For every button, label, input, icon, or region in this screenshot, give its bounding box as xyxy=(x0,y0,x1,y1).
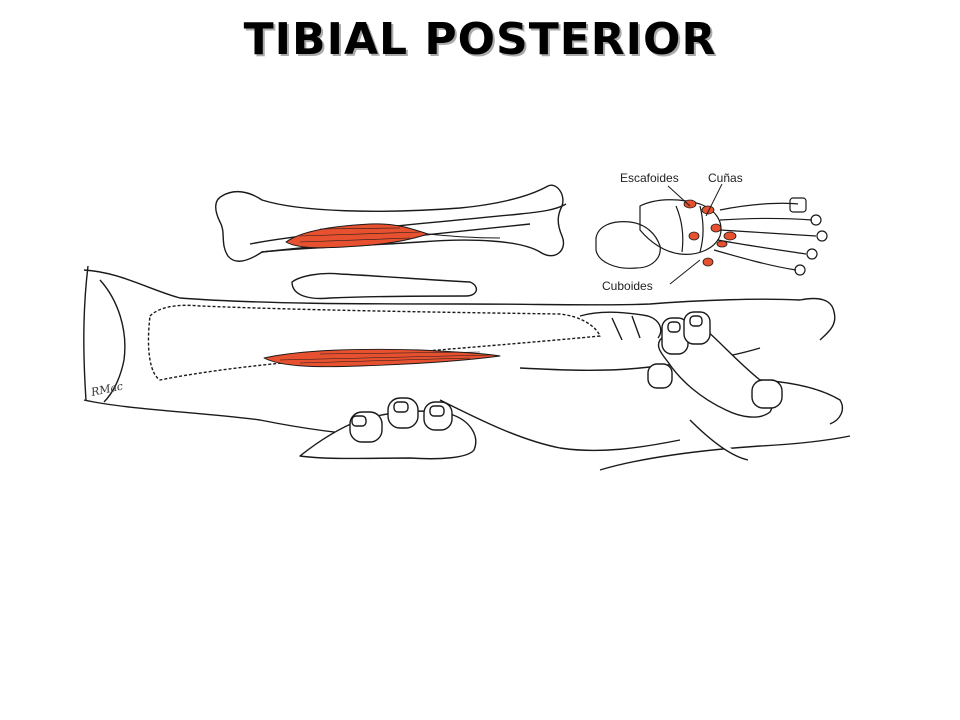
label-cunas: Cuñas xyxy=(708,171,743,185)
label-cuboides: Cuboides xyxy=(602,279,653,293)
leg-test-position xyxy=(83,265,851,471)
tibia-detail xyxy=(215,184,565,262)
foot-skeleton xyxy=(595,183,828,285)
fibula-detail xyxy=(249,203,567,245)
leg-bones-detail xyxy=(215,184,567,300)
hand-left xyxy=(299,397,477,460)
leg-outline xyxy=(83,269,836,341)
hand-right xyxy=(647,311,783,461)
label-escafoides: Escafoides xyxy=(620,171,679,185)
page-title: TIBIAL POSTERIOR xyxy=(243,14,717,65)
tibia-outline xyxy=(147,304,601,381)
artist-signature: RMac xyxy=(89,380,124,400)
